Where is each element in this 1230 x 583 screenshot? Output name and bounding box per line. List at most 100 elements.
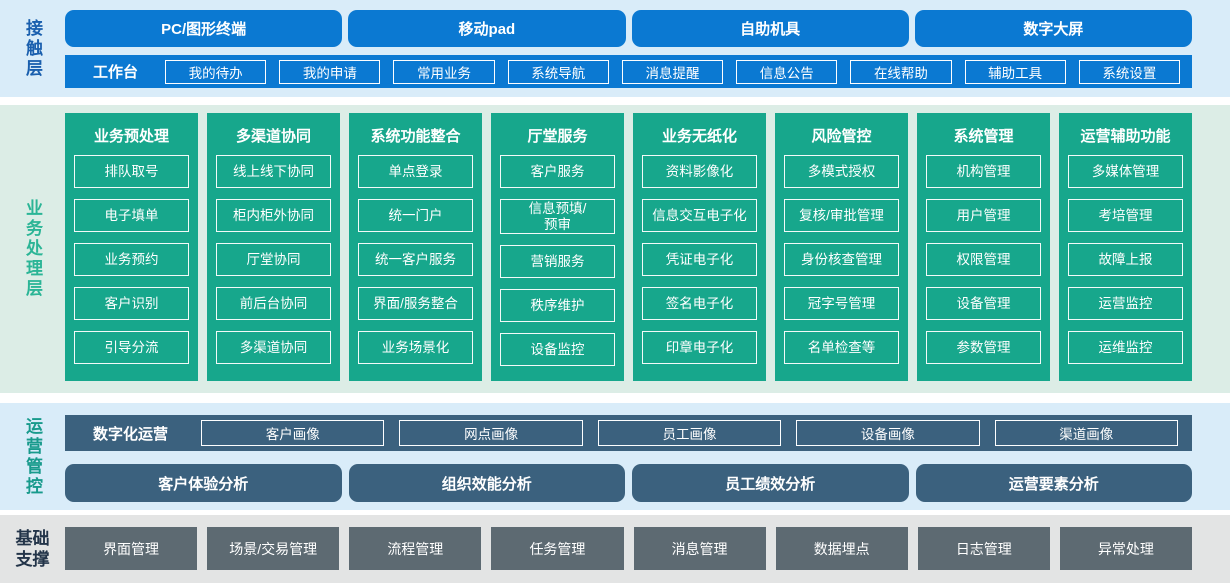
module-box: 秩序维护: [500, 289, 615, 323]
module-box: 设备监控: [500, 333, 615, 367]
module-box: 营销服务: [500, 245, 615, 279]
business-column-items: 线上线下协同柜内柜外协同厅堂协同前后台协同多渠道协同: [216, 155, 331, 373]
business-column-title: 运营辅助功能: [1080, 127, 1171, 145]
module-box: 故障上报: [1068, 243, 1183, 276]
module-box: 柜内柜外协同: [216, 199, 331, 232]
portrait-box: 网点画像: [399, 420, 583, 446]
business-column-items: 单点登录统一门户统一客户服务界面/服务整合业务场景化: [358, 155, 473, 373]
module-box: 资料影像化: [642, 155, 757, 188]
module-box: 线上线下协同: [216, 155, 331, 188]
terminal-button: 移动pad: [348, 10, 626, 47]
workbench-bar: 工作台 我的待办我的申请常用业务系统导航消息提醒信息公告在线帮助辅助工具系统设置: [65, 55, 1192, 88]
portrait-box: 设备画像: [796, 420, 980, 446]
contact-layer-label: 接触层: [23, 18, 42, 79]
foundation-layer-band: 基础支撑 界面管理场景/交易管理流程管理任务管理消息管理数据埋点日志管理异常处理: [0, 515, 1230, 583]
business-column-title: 业务预处理: [93, 127, 169, 145]
module-box: 客户识别: [74, 287, 189, 320]
module-box: 排队取号: [74, 155, 189, 188]
business-column-title: 系统功能整合: [370, 127, 461, 145]
terminal-button: 数字大屏: [914, 10, 1192, 47]
workbench-item: 我的待办: [165, 59, 267, 84]
operations-layer-content: 数字化运营 客户画像网点画像员工画像设备画像渠道画像 客户体验分析组织效能分析员…: [65, 403, 1192, 510]
business-column-title: 业务无纸化: [661, 127, 737, 145]
module-box: 签名电子化: [642, 287, 757, 320]
foundation-box: 场景/交易管理: [207, 527, 340, 570]
layer-divider: [0, 97, 1230, 105]
business-layer-band: 业务处理层 业务预处理排队取号电子填单业务预约客户识别引导分流多渠道协同线上线下…: [0, 105, 1230, 393]
foundation-row: 界面管理场景/交易管理流程管理任务管理消息管理数据埋点日志管理异常处理: [65, 527, 1192, 570]
business-column: 业务预处理排队取号电子填单业务预约客户识别引导分流: [65, 113, 198, 381]
module-box: 运营监控: [1068, 287, 1183, 320]
analysis-button: 运营要素分析: [915, 464, 1192, 502]
workbench-item: 我的申请: [279, 59, 381, 84]
foundation-box: 任务管理: [491, 527, 624, 570]
module-box: 身份核查管理: [784, 243, 899, 276]
workbench-item: 系统设置: [1078, 59, 1180, 84]
operations-layer-label: 运营管控: [23, 416, 42, 497]
operations-layer-band: 运营管控 数字化运营 客户画像网点画像员工画像设备画像渠道画像 客户体验分析组织…: [0, 403, 1230, 510]
module-box: 客户服务: [500, 155, 615, 188]
foundation-layer-label: 基础支撑: [15, 528, 50, 569]
business-column: 系统功能整合单点登录统一门户统一客户服务界面/服务整合业务场景化: [349, 113, 482, 381]
module-box: 业务场景化: [358, 331, 473, 364]
workbench-item: 在线帮助: [850, 59, 952, 84]
business-column: 多渠道协同线上线下协同柜内柜外协同厅堂协同前后台协同多渠道协同: [207, 113, 340, 381]
module-box: 凭证电子化: [642, 243, 757, 276]
workbench-item: 辅助工具: [964, 59, 1066, 84]
analysis-button: 组织效能分析: [348, 464, 625, 502]
business-column-items: 机构管理用户管理权限管理设备管理参数管理: [926, 155, 1041, 373]
portrait-box: 渠道画像: [994, 420, 1178, 446]
module-box: 机构管理: [926, 155, 1041, 188]
business-column: 系统管理机构管理用户管理权限管理设备管理参数管理: [917, 113, 1050, 381]
terminal-button: 自助机具: [631, 10, 909, 47]
layer-divider: [0, 393, 1230, 403]
foundation-box: 界面管理: [65, 527, 198, 570]
module-box: 统一门户: [358, 199, 473, 232]
business-column-title: 厅堂服务: [527, 127, 588, 145]
business-column: 风险管控多模式授权复核/审批管理身份核查管理冠字号管理名单检查等: [775, 113, 908, 381]
business-column: 业务无纸化资料影像化信息交互电子化凭证电子化签名电子化印章电子化: [633, 113, 766, 381]
business-column-title: 风险管控: [811, 127, 872, 145]
module-box: 冠字号管理: [784, 287, 899, 320]
business-column-title: 多渠道协同: [235, 127, 311, 145]
operations-layer-gutter: 运营管控: [0, 403, 65, 510]
digital-ops-bar: 数字化运营 客户画像网点画像员工画像设备画像渠道画像: [65, 415, 1192, 451]
business-column: 运营辅助功能多媒体管理考培管理故障上报运营监控运维监控: [1059, 113, 1192, 381]
module-box: 界面/服务整合: [358, 287, 473, 320]
business-layer-label: 业务处理层: [23, 199, 42, 299]
foundation-box: 日志管理: [917, 527, 1050, 570]
foundation-box: 异常处理: [1059, 527, 1192, 570]
analysis-button: 客户体验分析: [65, 464, 342, 502]
workbench-item: 常用业务: [393, 59, 495, 84]
portrait-box: 员工画像: [597, 420, 782, 446]
module-box: 运维监控: [1068, 331, 1183, 364]
module-box: 电子填单: [74, 199, 189, 232]
foundation-box: 消息管理: [633, 527, 766, 570]
business-columns: 业务预处理排队取号电子填单业务预约客户识别引导分流多渠道协同线上线下协同柜内柜外…: [65, 113, 1192, 381]
business-layer-gutter: 业务处理层: [0, 105, 65, 393]
foundation-box: 数据埋点: [775, 527, 908, 570]
analysis-row: 客户体验分析组织效能分析员工绩效分析运营要素分析: [65, 464, 1192, 502]
business-column-items: 多媒体管理考培管理故障上报运营监控运维监控: [1068, 155, 1183, 373]
module-box: 业务预约: [74, 243, 189, 276]
module-box: 信息交互电子化: [642, 199, 757, 232]
module-box: 引导分流: [74, 331, 189, 364]
foundation-box: 流程管理: [349, 527, 482, 570]
contact-layer-gutter: 接触层: [0, 0, 65, 97]
business-column-title: 系统管理: [953, 127, 1014, 145]
module-box: 名单检查等: [784, 331, 899, 364]
digital-ops-label: 数字化运营: [93, 425, 169, 443]
workbench-item: 消息提醒: [621, 59, 724, 84]
module-box: 多渠道协同: [216, 331, 331, 364]
module-box: 参数管理: [926, 331, 1041, 364]
module-box: 印章电子化: [642, 331, 757, 364]
workbench-label: 工作台: [93, 64, 139, 81]
business-column-items: 资料影像化信息交互电子化凭证电子化签名电子化印章电子化: [642, 155, 757, 373]
business-column-items: 排队取号电子填单业务预约客户识别引导分流: [74, 155, 189, 373]
module-box: 前后台协同: [216, 287, 331, 320]
foundation-layer-gutter: 基础支撑: [0, 515, 65, 583]
business-column: 厅堂服务客户服务信息预填/ 预审营销服务秩序维护设备监控: [491, 113, 624, 381]
portrait-box: 客户画像: [201, 420, 385, 446]
